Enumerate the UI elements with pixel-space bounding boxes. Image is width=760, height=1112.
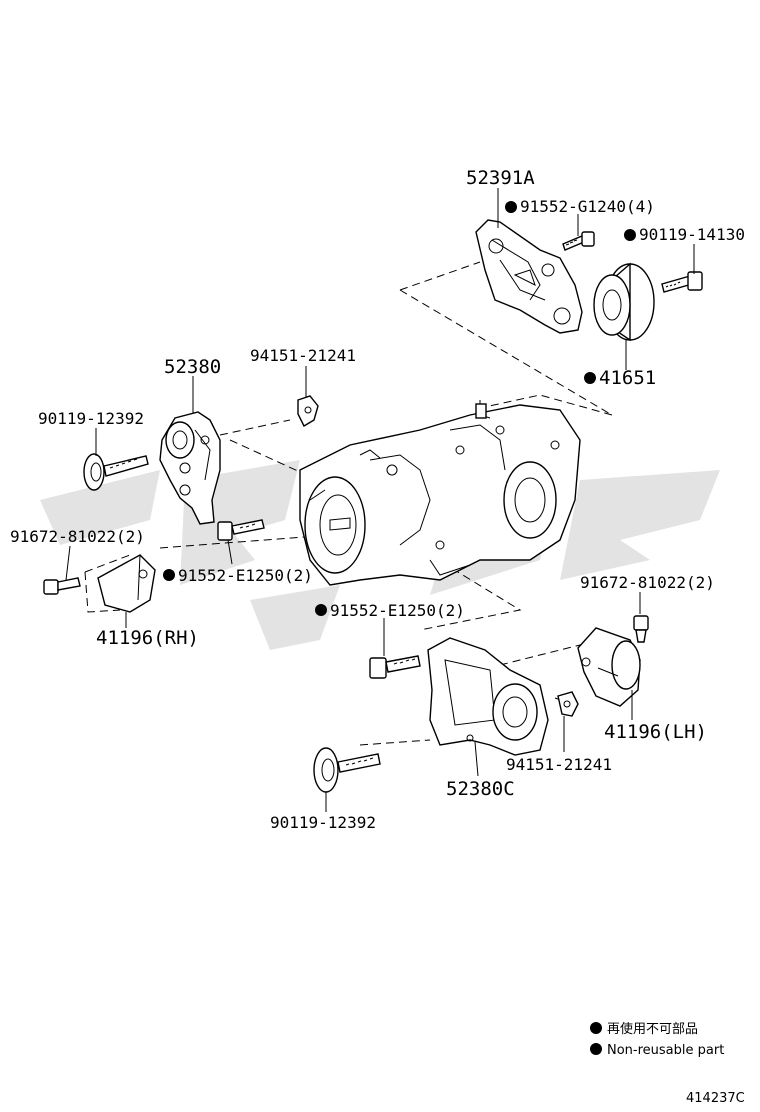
bolt-90119-12392-left [83,453,149,491]
part-labels: 52391A 91552-G1240(4) 90119-14130 41651 … [10,167,745,832]
label-94151-bottom: 94151-21241 [506,755,612,774]
label-94151-top: 94151-21241 [250,346,356,365]
bushing-41651 [593,262,655,342]
label-52380: 52380 [164,356,221,378]
bolt-91552-G1240 [562,231,595,251]
marker-91552-E1250-mid [315,604,327,616]
damper-41196-RH [97,554,156,613]
legend-text-jp: 再使用不可部品 [607,1021,698,1037]
label-91552-E1250-left: 91552-E1250(2) [178,566,313,585]
legend-marker-jp [590,1022,602,1034]
bolt-90119-12392-bottom [313,747,381,793]
label-41196-RH: 41196(RH) [96,627,199,649]
differential-housing [299,400,581,586]
label-91552-E1250-mid: 91552-E1250(2) [330,601,465,620]
diagram-code: 414237C [686,1091,745,1106]
bolt-91672-81022-right [633,615,649,643]
bolt-91672-81022-left [43,577,81,595]
label-91672-81022-right: 91672-81022(2) [580,573,715,592]
bolt-90119-14130 [661,271,703,293]
non-reusable-markers [163,201,636,616]
label-90119-14130: 90119-14130 [639,225,745,244]
marker-90119-14130 [624,229,636,241]
bolt-91552-E1250-left [217,519,265,541]
label-90119-12392-left: 90119-12392 [38,409,144,428]
marker-91552-E1250-left [163,569,175,581]
label-91552-G1240: 91552-G1240(4) [520,197,655,216]
leader-lines [65,188,695,812]
damper-41196-LH [577,627,641,707]
bolt-91552-E1250-mid [369,655,421,679]
label-41651: 41651 [599,367,656,389]
clip-94151-bottom [557,691,579,717]
bracket-52391A [475,219,583,334]
bracket-52380 [159,411,221,525]
marker-41651 [584,372,596,384]
legend: 再使用不可部品 Non-reusable part [590,1021,724,1058]
label-52391A: 52391A [466,167,535,189]
bracket-52380C [427,637,549,756]
legend-text-en: Non-reusable part [607,1043,724,1058]
label-90119-12392-bottom: 90119-12392 [270,813,376,832]
label-91672-81022-left: 91672-81022(2) [10,527,145,546]
clip-94151-top [297,395,319,427]
legend-marker-en [590,1043,602,1055]
label-52380C: 52380C [446,778,515,800]
marker-91552-G1240 [505,201,517,213]
label-41196-LH: 41196(LH) [604,721,707,743]
